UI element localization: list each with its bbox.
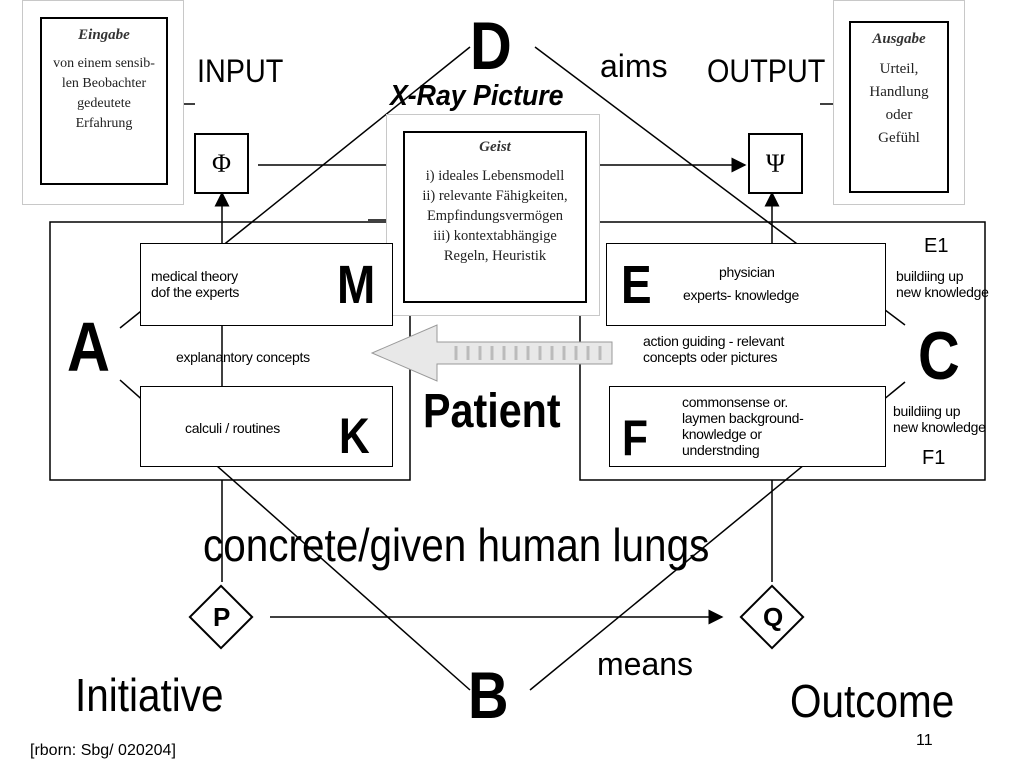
ausgabe-scan: Ausgabe Urteil, Handlung oder Gefühl <box>833 0 965 205</box>
eingabe-line: von einem sensib- <box>53 56 155 71</box>
explanatory-label: explanantory concepts <box>176 349 310 365</box>
initiative-label: Initiative <box>75 669 224 721</box>
eingabe-line: gedeutete <box>77 96 131 111</box>
f-line: laymen background- <box>682 410 804 426</box>
k-text: calculi / routines <box>185 420 280 436</box>
geist-line: Regeln, Heuristik <box>443 248 547 264</box>
page-number: 11 <box>916 732 933 749</box>
ausgabe-line: Handlung <box>869 84 929 100</box>
e-box: E physician experts- knowledge <box>606 243 886 326</box>
f-letter: F <box>622 410 648 466</box>
k-box: calculi / routines K <box>140 386 393 467</box>
ausgabe-line: oder <box>885 107 913 123</box>
eingabe-scan: Eingabe von einem sensib- len Beobachter… <box>22 0 184 205</box>
build-line: new knowledge <box>893 419 986 435</box>
corner-a: A <box>67 308 110 386</box>
hollow-arrow-icon <box>370 324 613 382</box>
action-line: concepts oder pictures <box>643 349 778 365</box>
e-line1: physician <box>719 264 775 280</box>
input-label: INPUT <box>197 53 284 89</box>
action-line: action guiding - relevant <box>643 333 785 349</box>
eingabe-line: len Beobachter <box>61 76 147 91</box>
f-line: knowledge or <box>682 426 762 442</box>
geist-line: ii) relevante Fähigkeiten, <box>422 188 568 204</box>
geist-line: i) ideales Lebensmodell <box>425 168 565 184</box>
phi-symbol: Φ <box>211 148 231 178</box>
e1-label: E1 <box>924 235 949 257</box>
p-letter: P <box>213 602 231 632</box>
ausgabe-line: Urteil, <box>879 61 919 77</box>
psi-box: Ψ <box>748 133 803 194</box>
patient-label: Patient <box>423 385 561 438</box>
geist-line: Empfindungsvermögen <box>426 208 564 224</box>
build-line: buildiing up <box>893 403 961 419</box>
m-line2: dof the experts <box>151 284 240 300</box>
geist-box: Geist i) ideales Lebensmodell ii) releva… <box>403 131 587 303</box>
source-label: [rborn: Sbg/ 020204] <box>30 742 176 759</box>
q-letter: Q <box>763 602 784 632</box>
means-label: means <box>597 646 694 682</box>
m-letter: M <box>337 255 376 315</box>
corner-d: D <box>470 8 512 84</box>
build-line: buildiing up <box>896 268 964 284</box>
ausgabe-box: Ausgabe Urteil, Handlung oder Gefühl <box>849 21 949 193</box>
eingabe-title: Eingabe <box>78 27 130 43</box>
f1-label: F1 <box>922 447 946 469</box>
e-line2: experts- knowledge <box>683 287 799 303</box>
eingabe-line: Erfahrung <box>75 116 133 131</box>
lungs-label: concrete/given human lungs <box>203 519 710 571</box>
f-box: F commonsense or. laymen background- kno… <box>609 386 886 467</box>
geist-scan: Geist i) ideales Lebensmodell ii) releva… <box>386 114 600 316</box>
ausgabe-line: Gefühl <box>878 130 920 146</box>
psi-symbol: Ψ <box>765 148 786 178</box>
phi-box: Φ <box>194 133 249 194</box>
geist-line: iii) kontextabhängige <box>433 228 557 244</box>
m-line1: medical theory <box>151 268 238 284</box>
aims-label: aims <box>600 48 668 84</box>
e-letter: E <box>621 255 652 315</box>
ausgabe-title: Ausgabe <box>872 31 926 47</box>
geist-title: Geist <box>479 139 511 155</box>
xray-label: X-Ray Picture <box>390 80 564 112</box>
corner-b: B <box>468 658 509 732</box>
output-label: OUTPUT <box>707 53 826 89</box>
build-line: new knowledge <box>896 284 989 300</box>
m-box: medical theory dof the experts M <box>140 243 393 326</box>
f-line: understnding <box>682 442 760 458</box>
eingabe-box: Eingabe von einem sensib- len Beobachter… <box>40 17 168 185</box>
outcome-label: Outcome <box>790 675 955 727</box>
corner-c: C <box>918 318 960 394</box>
f-line: commonsense or. <box>682 394 788 410</box>
k-letter: K <box>339 408 370 464</box>
